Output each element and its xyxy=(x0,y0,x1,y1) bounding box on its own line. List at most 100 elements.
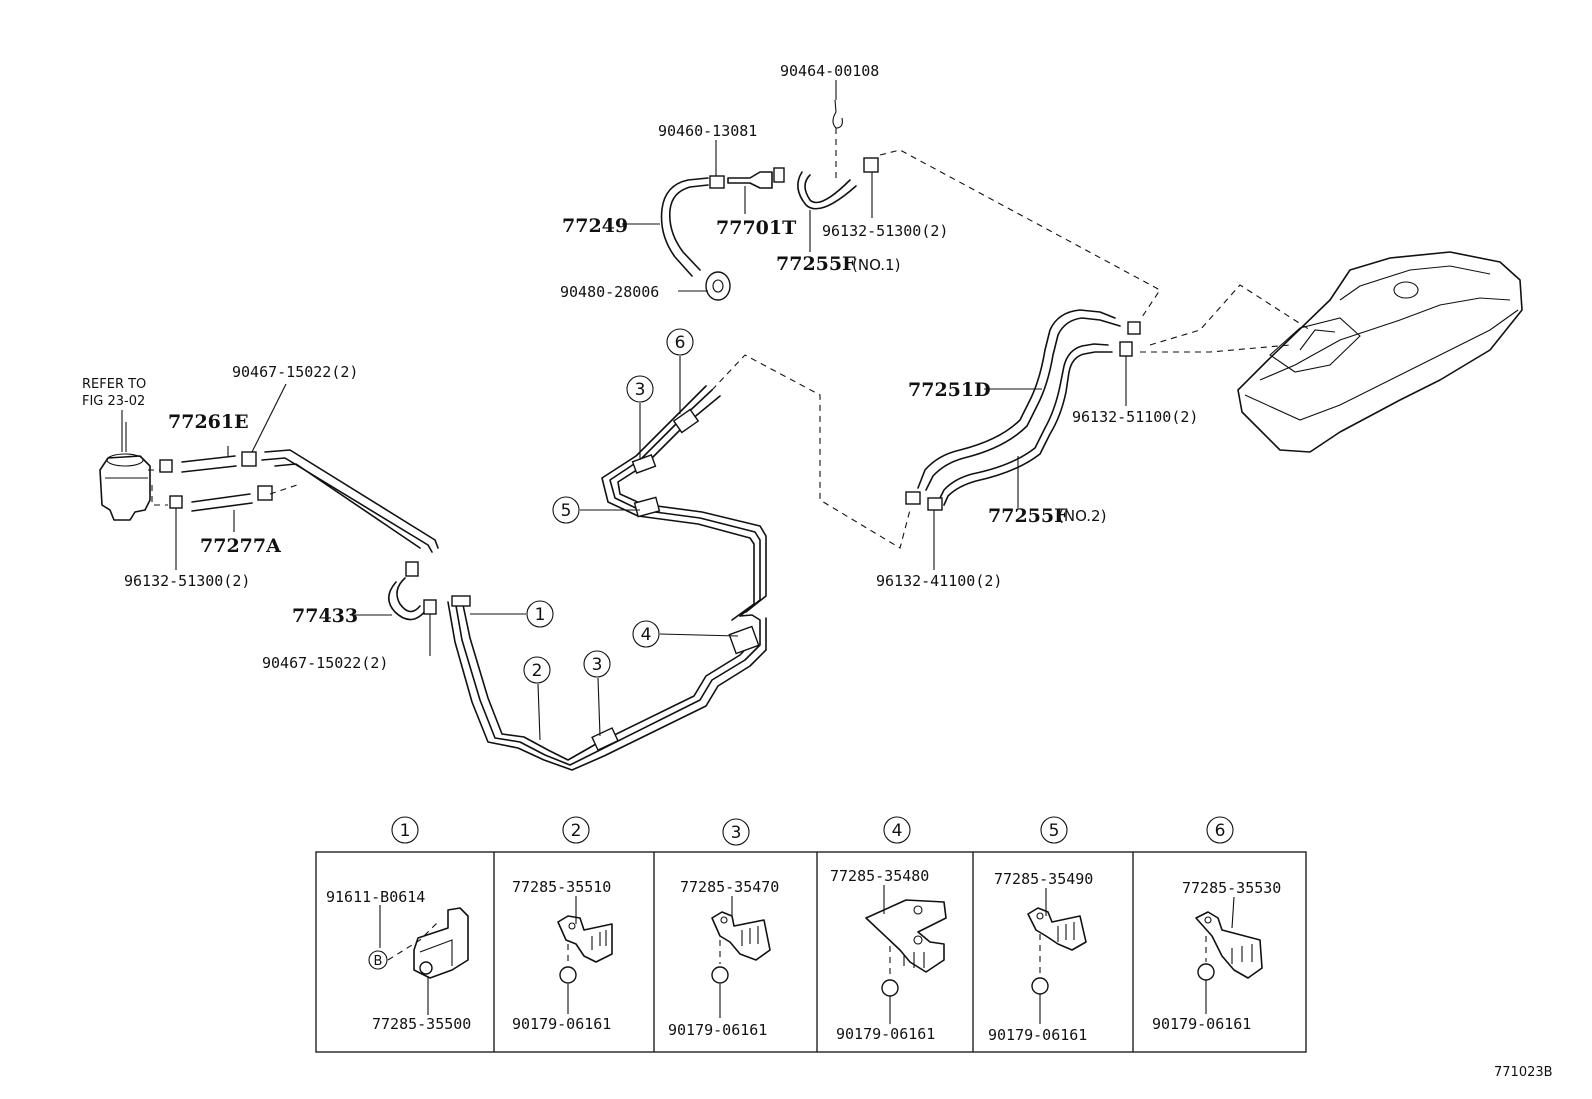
hose-clamp-icon xyxy=(405,561,419,577)
label-77255F-no1: 77255F xyxy=(776,253,856,275)
panel-number-1: 1 xyxy=(391,816,419,844)
hoses-right xyxy=(905,309,1141,511)
bracket-icon xyxy=(711,911,771,961)
panel-number-4: 4 xyxy=(883,816,911,844)
svg-text:5: 5 xyxy=(561,501,572,521)
label-77249: 77249 xyxy=(562,215,628,237)
svg-text:5: 5 xyxy=(1049,821,1060,841)
label-90467-15022-top: 90467-15022(2) xyxy=(232,363,358,381)
panel-number-2: 2 xyxy=(562,816,590,844)
label-96132-51300-left: 96132-51300(2) xyxy=(124,572,250,590)
hose-clamp-icon xyxy=(159,459,173,473)
panel5-part-bottom: 90179-06161 xyxy=(988,1026,1087,1044)
label-77701T: 77701T xyxy=(716,217,796,239)
svg-text:3: 3 xyxy=(635,380,646,400)
refer-note-line2: FIG 23-02 xyxy=(82,394,145,409)
panel1-part-bottom: 77285-35500 xyxy=(372,1015,471,1033)
label-96132-51100: 96132-51100(2) xyxy=(1072,408,1198,426)
nut-icon xyxy=(881,979,899,997)
callout-3-lower: 3 xyxy=(583,650,611,678)
callout-2: 2 xyxy=(523,656,551,684)
svg-text:B: B xyxy=(374,954,383,969)
callout-6: 6 xyxy=(666,328,694,356)
svg-text:1: 1 xyxy=(400,821,411,841)
hose-clamp-icon xyxy=(905,491,921,505)
svg-text:4: 4 xyxy=(641,625,652,645)
label-90467-15022-bottom: 90467-15022(2) xyxy=(262,654,388,672)
callout-1: 1 xyxy=(526,600,554,628)
svg-text:3: 3 xyxy=(731,823,742,843)
hose-clamp-icon xyxy=(423,599,437,615)
label-77277A: 77277A xyxy=(200,535,281,557)
label-90480-28006: 90480-28006 xyxy=(560,283,659,301)
label-90464-00108: 90464-00108 xyxy=(780,62,879,80)
line-clamp-icon xyxy=(633,496,661,518)
bracket-icon xyxy=(1027,907,1087,951)
hose-clamp-icon xyxy=(257,485,273,501)
line-clamp-icon xyxy=(591,727,619,751)
hose-clamp-icon xyxy=(863,157,879,173)
hose-clamp-icon xyxy=(927,497,943,511)
label-77251D: 77251D xyxy=(908,379,991,401)
callout-3-upper: 3 xyxy=(626,375,654,403)
nut-icon xyxy=(711,966,729,984)
svg-text:3: 3 xyxy=(592,655,603,675)
panel-number-5: 5 xyxy=(1040,816,1068,844)
check-valve-icon xyxy=(727,171,773,189)
label-no2: (NO.2) xyxy=(1058,507,1106,525)
panel2-part-top: 77285-35510 xyxy=(512,878,611,896)
callout-4: 4 xyxy=(632,620,660,648)
line-clamp-icon xyxy=(631,454,657,474)
label-96132-41100: 96132-41100(2) xyxy=(876,572,1002,590)
svg-text:1: 1 xyxy=(535,605,546,625)
bracket-icon xyxy=(557,915,613,963)
hose-clamp-icon xyxy=(241,451,257,467)
panel6-part-top: 77285-35530 xyxy=(1182,879,1281,897)
top-hose-group xyxy=(660,99,879,301)
line-clamp-icon xyxy=(728,625,760,655)
leader-lines xyxy=(121,80,1127,741)
hose-clamp-icon xyxy=(709,175,725,189)
line-clamp-icon xyxy=(672,408,700,434)
hose-clamp-icon xyxy=(1127,321,1141,335)
line-clamp-icon xyxy=(451,595,471,607)
nut-icon xyxy=(559,966,577,984)
bracket-icon xyxy=(865,899,947,973)
canister-icon xyxy=(99,455,151,521)
panel1-part-top: 91611-B0614 xyxy=(326,888,425,906)
panel3-part-bottom: 90179-06161 xyxy=(668,1021,767,1039)
nut-icon xyxy=(1197,963,1215,981)
svg-text:2: 2 xyxy=(532,661,543,681)
panel6-part-bottom: 90179-06161 xyxy=(1152,1015,1251,1033)
figure-code: 771023B xyxy=(1494,1065,1553,1080)
panel4-part-top: 77285-35480 xyxy=(830,867,929,885)
refer-note-line1: REFER TO xyxy=(82,377,146,392)
clip-icon xyxy=(832,99,843,129)
label-77433: 77433 xyxy=(292,605,358,627)
hose-clamp-icon xyxy=(1119,341,1133,357)
hose-clamp-icon xyxy=(169,495,183,509)
bracket-icon xyxy=(413,907,469,979)
bracket-icon xyxy=(1195,911,1263,979)
fuel-lines xyxy=(447,149,1311,771)
panel3-part-top: 77285-35470 xyxy=(680,878,779,896)
nut-icon xyxy=(1031,977,1049,995)
panel5-part-top: 77285-35490 xyxy=(994,870,1093,888)
left-hose-group xyxy=(99,422,439,621)
detail-panel-frame xyxy=(315,851,1307,1053)
label-90460-13081: 90460-13081 xyxy=(658,122,757,140)
panel-number-3: 3 xyxy=(722,818,750,846)
part-labels: 90464-00108 90460-13081 77249 77701T 961… xyxy=(82,62,1553,1080)
label-no1: (NO.1) xyxy=(852,256,900,274)
svg-text:6: 6 xyxy=(675,333,686,353)
panel-number-6: 6 xyxy=(1206,816,1234,844)
callout-5: 5 xyxy=(552,496,580,524)
svg-text:4: 4 xyxy=(892,821,903,841)
fuel-tank xyxy=(1237,251,1523,453)
panel4-part-bottom: 90179-06161 xyxy=(836,1025,935,1043)
callouts: 1 2 3 4 5 3 6 xyxy=(523,328,694,684)
panel2-part-bottom: 90179-06161 xyxy=(512,1015,611,1033)
svg-text:2: 2 xyxy=(571,821,582,841)
grommet-icon xyxy=(705,271,731,301)
